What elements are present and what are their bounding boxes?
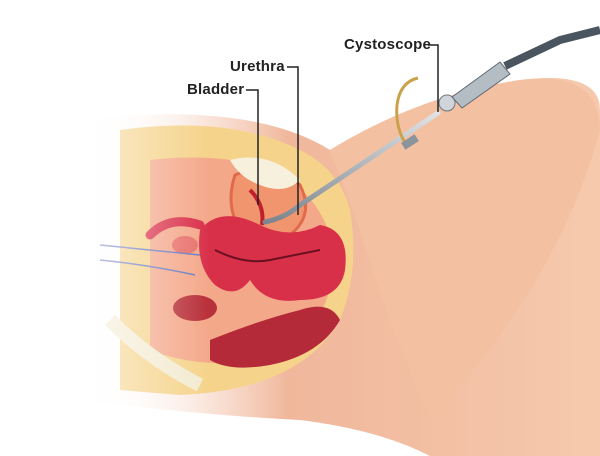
cystoscope-light-cable	[395, 76, 419, 148]
cystoscope-collar	[401, 134, 419, 150]
cystoscope-valve	[438, 94, 456, 112]
leader-urethra	[287, 66, 299, 215]
label-urethra: Urethra	[230, 58, 285, 75]
leader-bladder	[246, 89, 259, 205]
label-bladder: Bladder	[187, 81, 245, 98]
cystoscope-cable	[503, 26, 600, 70]
leader-cystoscope	[428, 44, 439, 112]
cystoscope-shaft	[262, 110, 441, 225]
cystoscope-eyepiece	[451, 61, 511, 109]
label-cystoscope: Cystoscope	[344, 36, 432, 53]
